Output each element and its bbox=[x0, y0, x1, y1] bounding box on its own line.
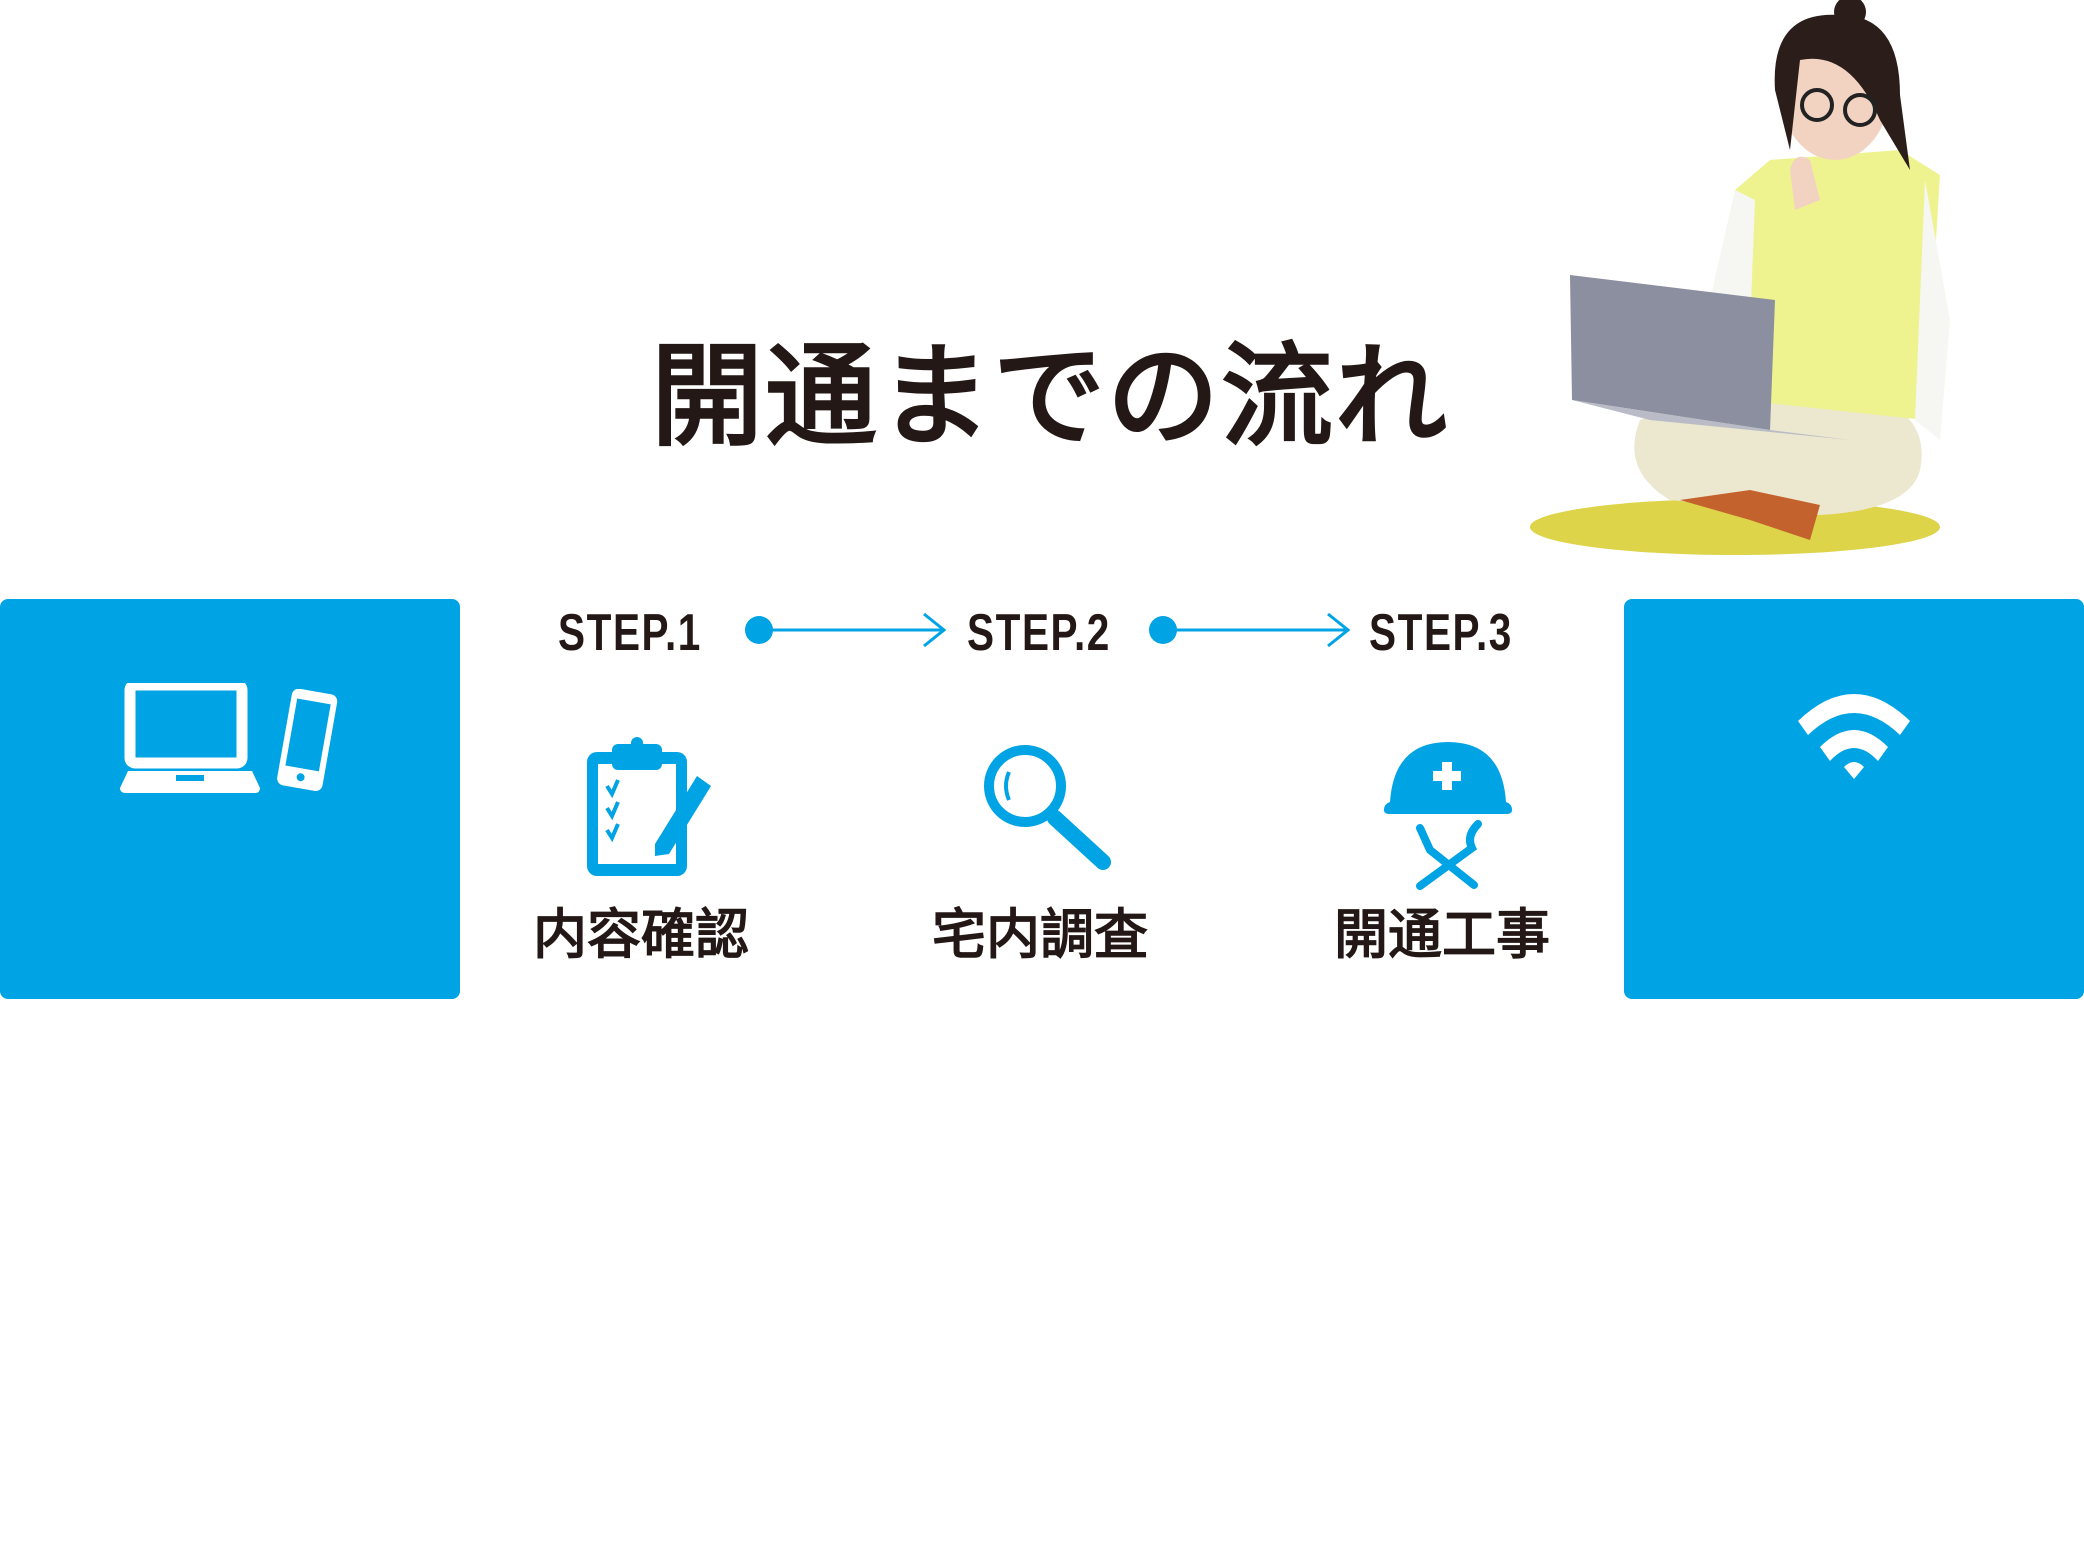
step-1-label: STEP.1 bbox=[558, 604, 702, 662]
step-3-title: 開通工事 bbox=[1334, 903, 1550, 966]
step-2-title: 宅内調査 bbox=[932, 903, 1148, 966]
arrow-connector bbox=[1148, 612, 1358, 648]
laptop-icon bbox=[118, 683, 263, 793]
helmet-tools-icon bbox=[1380, 740, 1516, 890]
arrow-connector bbox=[744, 612, 954, 648]
step-2-label: STEP.2 bbox=[967, 604, 1111, 662]
page-title: 開通までの流れ bbox=[651, 332, 1449, 462]
activation-label: 開通 bbox=[1765, 1440, 1942, 1543]
step-1-title: 内容確認 bbox=[533, 903, 749, 966]
clipboard-checklist-icon bbox=[585, 736, 715, 878]
step-3-label: STEP.3 bbox=[1369, 604, 1513, 662]
application-label: お申込み bbox=[53, 1440, 406, 1543]
magnifier-icon bbox=[983, 742, 1113, 870]
application-box: お申込み bbox=[0, 599, 460, 1543]
activation-box: 開通 bbox=[1624, 599, 2084, 1543]
smartphone-icon bbox=[272, 689, 344, 794]
wifi-icon bbox=[1794, 689, 1914, 779]
woman-with-laptop-photo bbox=[1520, 0, 1960, 560]
